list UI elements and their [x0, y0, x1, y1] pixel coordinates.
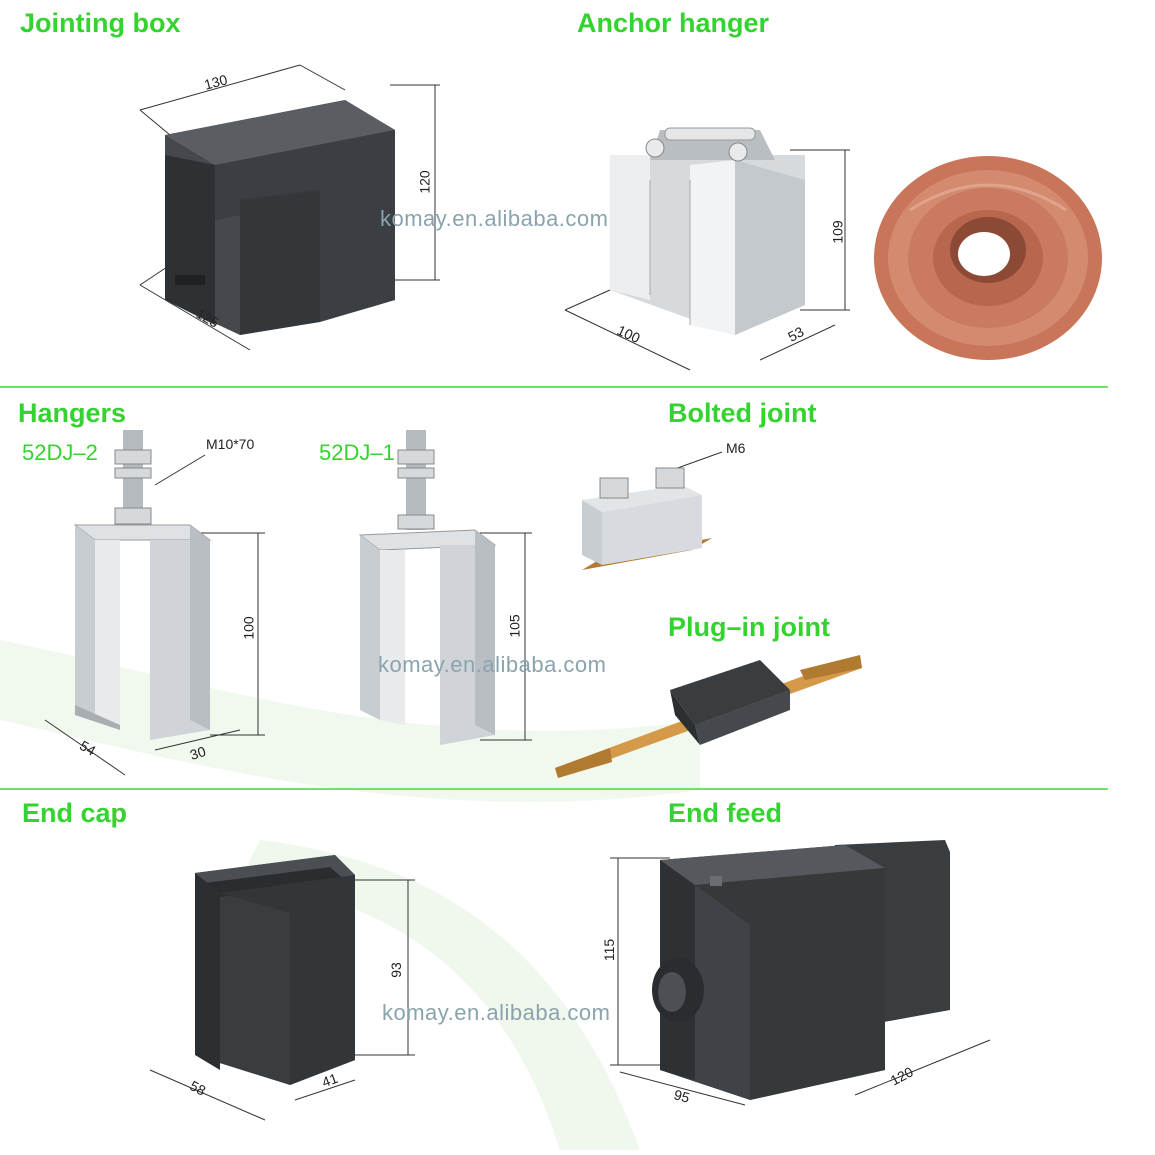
dim-hanger-b-height: 105 — [506, 614, 523, 638]
dim-jointing-box-height: 120 — [416, 170, 433, 194]
copper-coil-image — [874, 156, 1102, 360]
dim-anchor-hanger-height: 109 — [829, 220, 846, 244]
title-hangers: Hangers — [18, 398, 127, 428]
callout-bolted-joint-size: M6 — [726, 440, 746, 456]
title-anchor-hanger: Anchor hanger — [577, 8, 770, 38]
bolted-joint-image — [582, 451, 723, 570]
dim-end-cap-height: 93 — [387, 962, 404, 978]
model-label-52dj-1: 52DJ–1 — [319, 440, 395, 465]
plug-in-joint-image — [555, 655, 862, 778]
section-divider-top — [0, 386, 1108, 388]
dim-end-feed-height: 115 — [601, 938, 618, 962]
anchor-hanger-image — [564, 127, 850, 371]
end-cap-image — [149, 855, 415, 1121]
hanger-52dj-1-image — [358, 430, 532, 745]
title-end-feed: End feed — [668, 798, 783, 828]
callout-bolt-size: M10*70 — [206, 436, 255, 452]
jointing-box-image — [139, 64, 440, 351]
end-feed-image — [610, 840, 991, 1106]
title-end-cap: End cap — [22, 798, 128, 828]
model-label-52dj-2: 52DJ–2 — [22, 440, 98, 465]
title-jointing-box: Jointing box — [20, 8, 181, 38]
section-divider-bottom — [0, 788, 1108, 790]
hanger-52dj-2-image — [44, 430, 265, 776]
watermark-bottom: komay.en.alibaba.com — [382, 1000, 611, 1025]
watermark-top: komay.en.alibaba.com — [380, 206, 609, 231]
dim-hanger-a-height: 100 — [240, 616, 257, 640]
watermark-middle: komay.en.alibaba.com — [378, 652, 607, 677]
title-bolted-joint: Bolted joint — [668, 398, 817, 428]
title-plug-in-joint: Plug–in joint — [668, 612, 830, 642]
